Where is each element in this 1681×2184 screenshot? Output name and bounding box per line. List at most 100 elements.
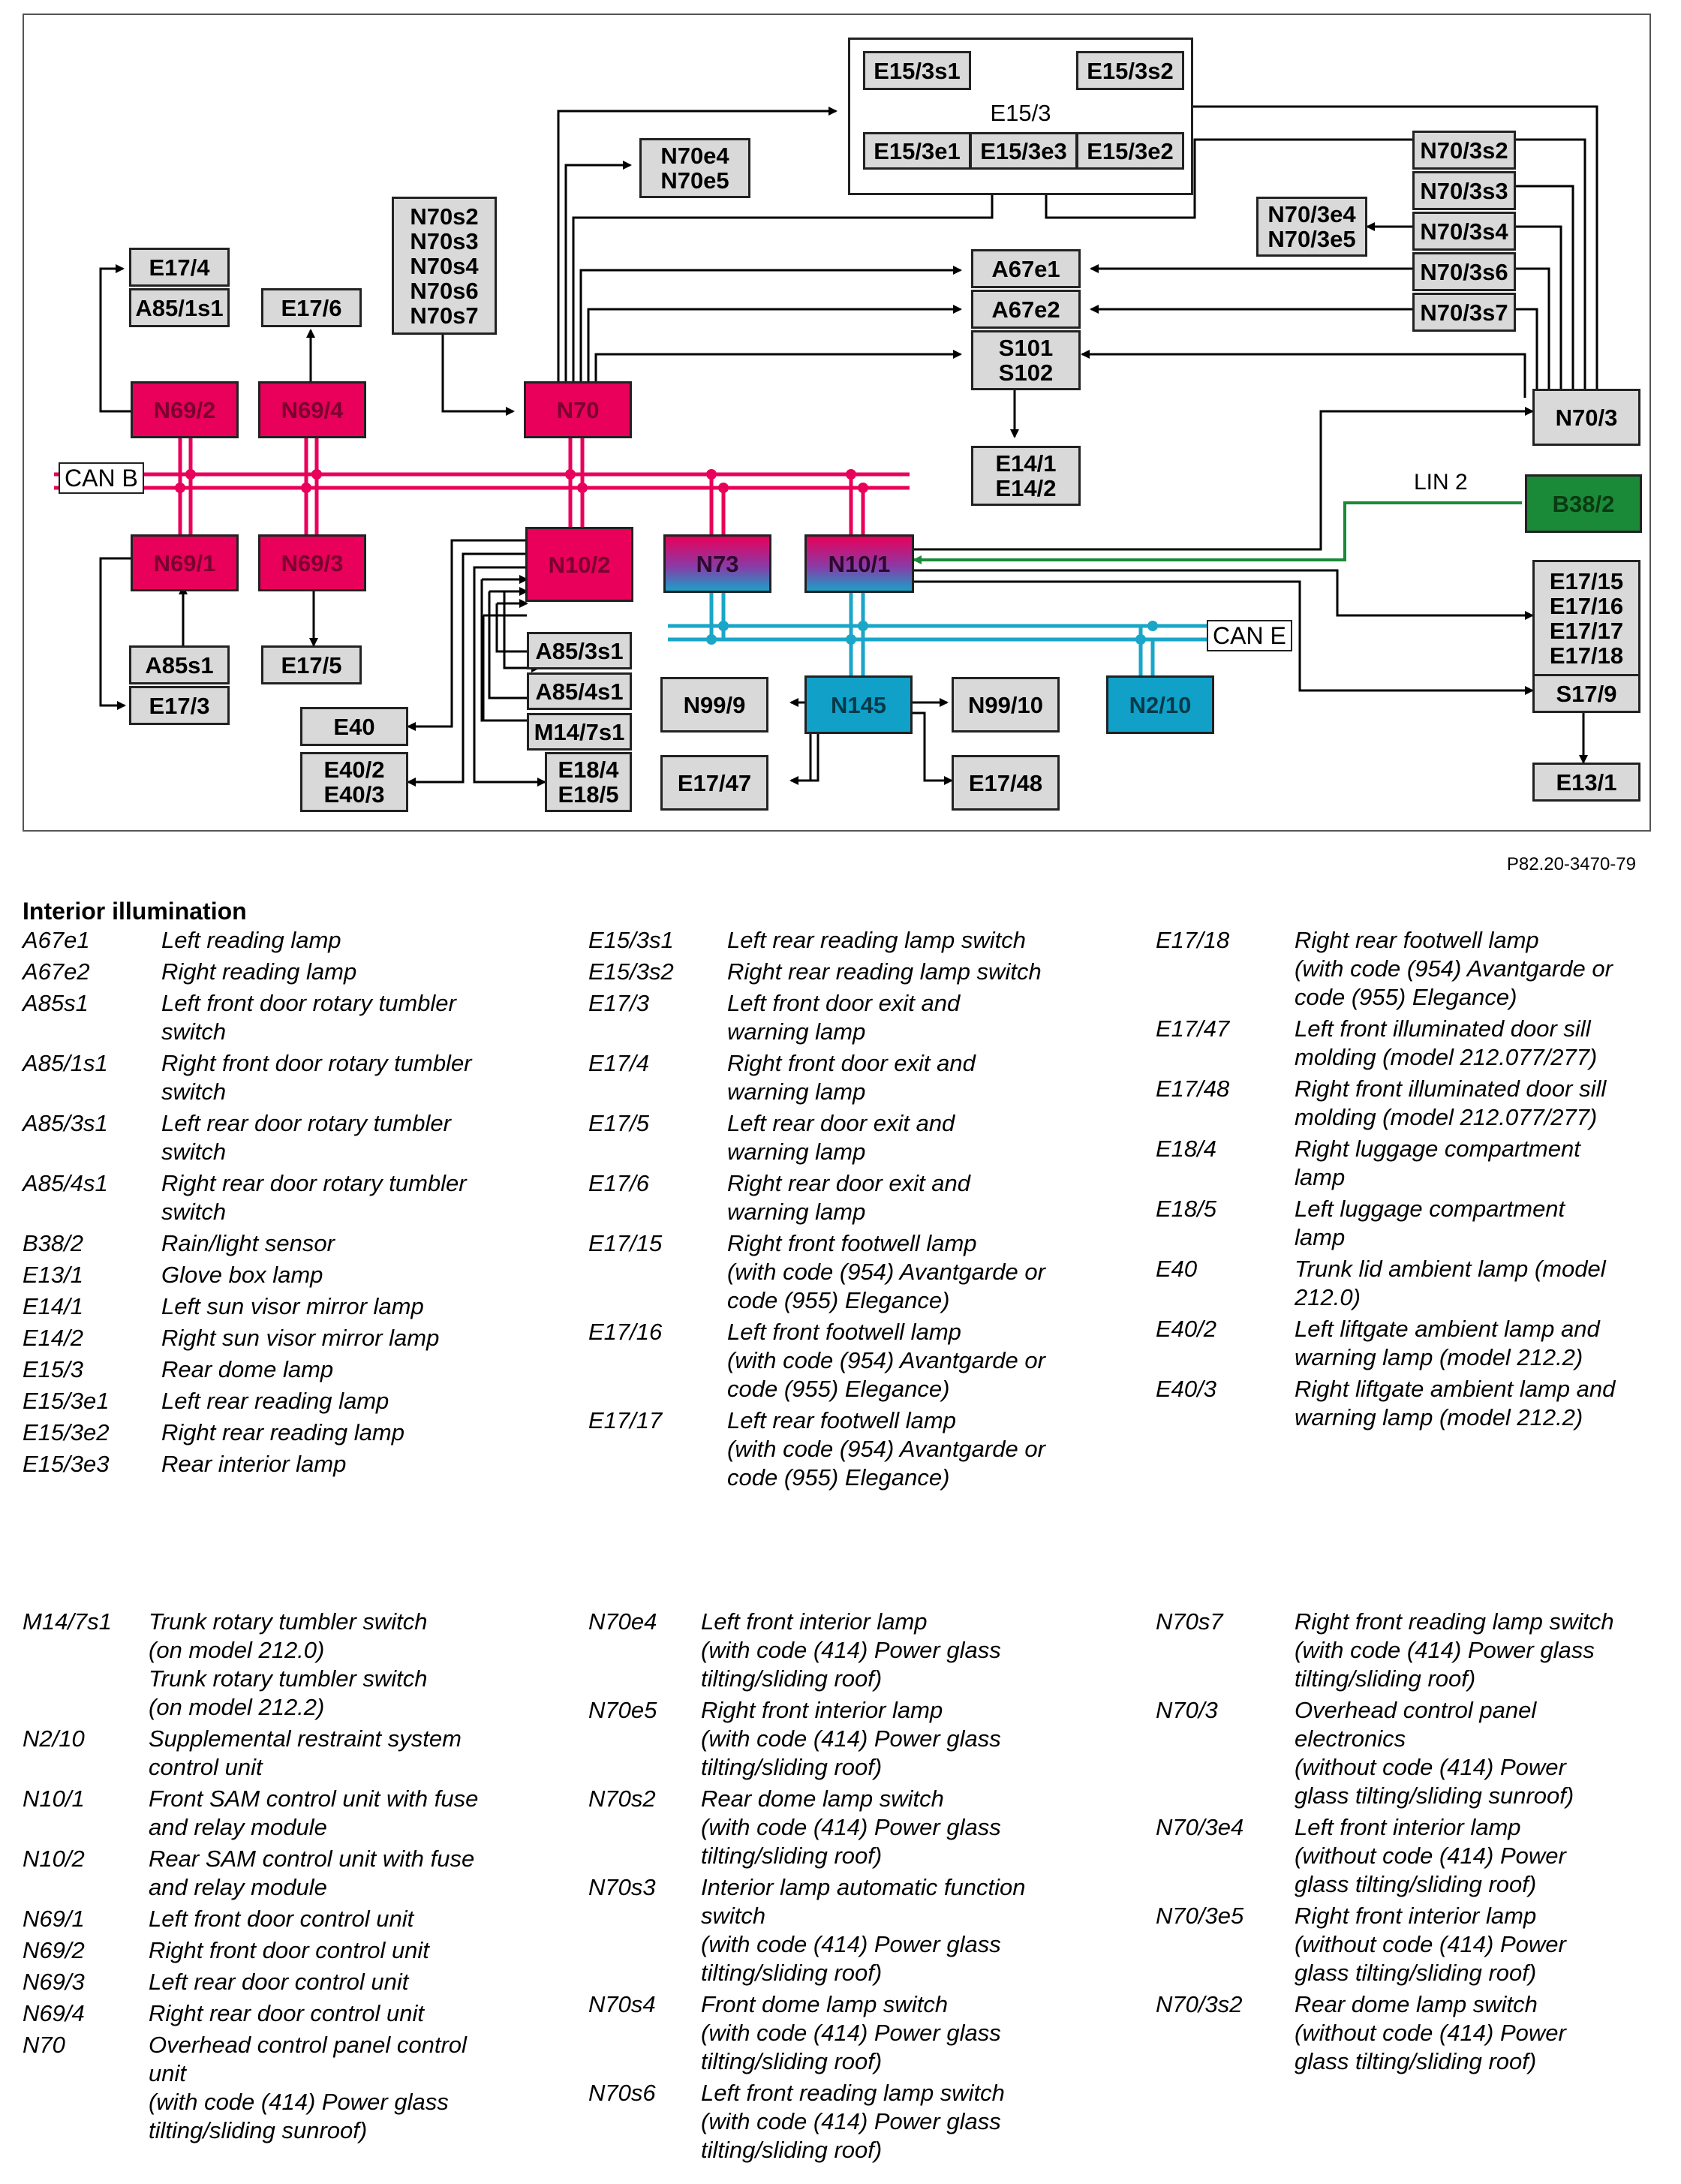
legend-code: E40/3 [1156,1376,1217,1402]
legend-code: N70/3e4 [1156,1814,1244,1840]
legend-code: N10/2 [23,1846,85,1872]
node-e15-3e2: E15/3e2 [1076,132,1184,170]
legend-code: N69/3 [23,1969,85,1995]
node-n10-1: N10/1 [804,534,914,593]
legend-code: E15/3 [23,1356,84,1382]
legend-entry: E17/18 Right rear footwell lamp (with cod… [1156,926,1666,1012]
legend-description: Overhead control panel electronics (with… [1295,1697,1574,1809]
legend-description: Left sun visor mirror lamp [161,1293,424,1319]
node-a85-3s1: A85/3s1 [527,632,632,669]
legend-description: Right rear reading lamp switch [727,958,1042,985]
legend-code: E17/48 [1156,1075,1230,1102]
legend-entry: N70/3 Overhead control panel electronics … [1156,1696,1666,1810]
legend-description: Left front door control unit [149,1906,414,1932]
node-e40-2-e40-3: E40/2 E40/3 [300,752,408,812]
e15-3-title: E15/3 [990,100,1051,126]
legend-description: Left rear footwell lamp (with code (954)… [727,1407,1045,1491]
node-n70-3s6: N70/3s6 [1412,252,1516,291]
legend-entry: E17/48 Right front illuminated door sill … [1156,1075,1666,1132]
legend-code: N70s6 [588,2080,656,2106]
legend-description: Rear dome lamp switch (without code (414… [1295,1991,1566,2074]
legend-entry: E15/3s2 Right rear reading lamp switch [588,958,1106,986]
node-a85-1s1: A85/1s1 [129,288,230,327]
legend-description: Right front door rotary tumbler switch [161,1050,472,1105]
legend-code: N70s2 [588,1785,656,1812]
legend-code: N10/1 [23,1785,85,1812]
legend-section1-col3: E17/18 Right rear footwell lamp (with cod… [1156,926,1666,1435]
legend-code: A85/3s1 [23,1110,108,1136]
node-n2-10: N2/10 [1106,675,1214,734]
node-e15-3e3: E15/3e3 [970,132,1078,170]
node-b38-2: B38/2 [1525,474,1642,533]
legend-description: Right rear door control unit [149,2000,425,2026]
can-b-label: CAN B [59,462,144,494]
node-n70-3s3: N70/3s3 [1412,171,1516,210]
legend-description: Right liftgate ambient lamp and warning … [1295,1376,1616,1430]
legend-description: Right rear footwell lamp (with code (954… [1295,927,1613,1010]
legend-code: E15/3s2 [588,958,674,985]
legend-description: Right front illuminated door sill moldin… [1295,1075,1607,1130]
legend-code: E17/3 [588,990,650,1016]
node-e15-3s2: E15/3s2 [1076,51,1184,90]
node-n70-3e4-n70-3e5: N70/3e4 N70/3e5 [1256,197,1367,257]
legend-code: E17/18 [1156,927,1230,953]
legend-description: Right reading lamp [161,958,357,985]
legend-code: E17/15 [588,1230,663,1256]
node-n70-3s2: N70/3s2 [1412,131,1516,170]
legend-description: Left luggage compartment lamp [1295,1196,1565,1250]
legend-description: Front SAM control unit with fuse and rel… [149,1785,479,1840]
node-n99-9: N99/9 [660,677,768,733]
legend-description: Left front illuminated door sill molding… [1295,1015,1598,1070]
lin2-label: LIN 2 [1414,470,1468,495]
legend-entry: A85/1s1 Right front door rotary tumbler s… [23,1049,540,1106]
legend-code: N69/1 [23,1906,85,1932]
legend-code: A85/1s1 [23,1050,108,1076]
legend-description: Left rear door rotary tumbler switch [161,1110,451,1165]
legend-description: Left rear reading lamp switch [727,927,1027,953]
legend-entry: N10/1 Front SAM control unit with fuse an… [23,1785,548,1842]
legend-description: Left reading lamp [161,927,341,953]
legend-description: Right front door control unit [149,1937,429,1963]
legend-description: Left front door rotary tumbler switch [161,990,456,1045]
legend-description: Rear dome lamp switch (with code (414) P… [701,1785,1001,1869]
diagram-wiring [54,90,1598,787]
legend-description: Right rear door rotary tumbler switch [161,1170,467,1225]
legend-description: Right sun visor mirror lamp [161,1325,440,1351]
legend-code: E18/4 [1156,1136,1217,1162]
legend-code: E17/5 [588,1110,650,1136]
node-s101-s102: S101 S102 [971,330,1081,390]
node-a85-4s1: A85/4s1 [527,672,632,710]
legend-description: Left front door exit and warning lamp [727,990,961,1045]
legend-code: E15/3e2 [23,1419,110,1445]
legend-description: Trunk lid ambient lamp (model 212.0) [1295,1256,1606,1310]
legend-code: N70e4 [588,1608,657,1635]
legend-code: N70 [23,2032,65,2058]
legend-code: N70e5 [588,1697,657,1723]
legend-code: N70/3 [1156,1697,1218,1723]
